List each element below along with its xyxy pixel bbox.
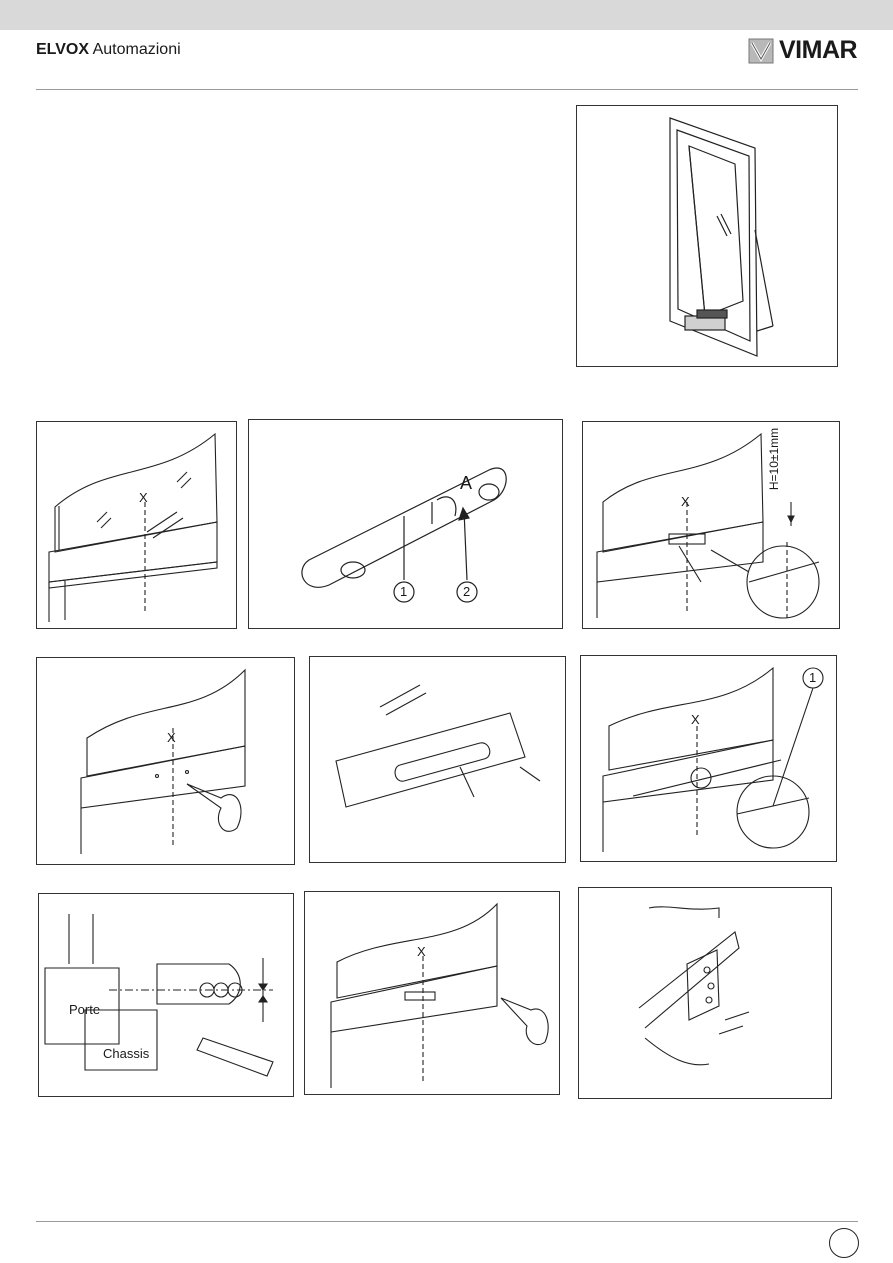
brand-bold: ELVOX <box>36 41 90 58</box>
page-number-circle <box>829 1228 859 1258</box>
figure-screw-fixing <box>309 656 566 863</box>
porte-label: Porte <box>69 1002 101 1017</box>
figure-mark-position: X <box>36 421 237 629</box>
height-dimension-label: H=10±1mm <box>767 427 782 491</box>
footer-rule <box>36 1221 858 1222</box>
header-rule <box>36 89 858 90</box>
brand-name: ELVOX Automazioni <box>36 41 181 59</box>
figure-bracket-detail: A 1 2 <box>248 419 563 629</box>
vimar-logo: VIMAR <box>748 36 858 65</box>
callout-1: 1 <box>400 584 408 599</box>
figure-porte-chassis: Porte Chassis <box>38 893 294 1097</box>
callout-1: 1 <box>809 670 817 685</box>
top-bar <box>0 0 893 30</box>
mark-x-label: X <box>681 494 690 509</box>
figure-drill-holes: X <box>36 657 295 865</box>
chassis-label: Chassis <box>103 1046 150 1061</box>
callout-a: A <box>460 473 473 493</box>
mark-x-label: X <box>691 712 700 727</box>
figure-window-overview <box>576 105 838 367</box>
figure-frame-drill: X <box>304 891 560 1095</box>
brand-light: Automazioni <box>89 41 181 58</box>
figure-height-dimension: X H=10±1mm <box>582 421 840 629</box>
figure-bracket-screws <box>578 887 832 1099</box>
callout-2: 2 <box>463 584 471 599</box>
mark-x-label: X <box>417 944 426 959</box>
figure-rail-alignment: X 1 <box>580 655 837 862</box>
mark-x-label: X <box>139 490 148 505</box>
vimar-logo-icon <box>748 38 774 63</box>
logo-word: VIMAR <box>779 36 858 64</box>
mark-x-label: X <box>167 730 176 745</box>
